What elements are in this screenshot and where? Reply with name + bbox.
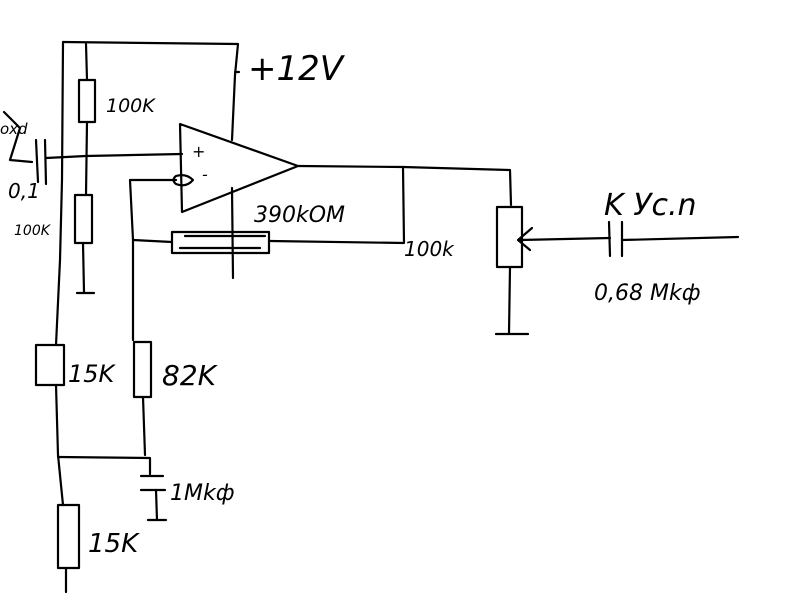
bottom-bias-label: 100K (14, 223, 52, 239)
feedback-left-wire (131, 238, 174, 244)
input-to-plus-wire (44, 152, 184, 160)
output-lead (620, 235, 740, 242)
output-cap-plate-1 (607, 220, 612, 258)
divider-junction-wire (56, 455, 152, 476)
top-rail-wire (61, 40, 240, 142)
bypass-cap-label: 1Mkф (170, 481, 235, 506)
resistor-82k (132, 340, 153, 399)
input-lead (2, 110, 34, 164)
input-label: oxd (0, 120, 28, 138)
minus-input-wire (128, 178, 178, 342)
feedback-right-wire (268, 165, 406, 245)
bypass-cap-ground (146, 488, 168, 522)
opamp-triangle (178, 122, 300, 214)
input-cap-plate-1 (34, 138, 40, 184)
r82k-bottom-wire (141, 395, 147, 457)
resistor-15k-upper (34, 343, 66, 387)
supply-label: +12V (248, 49, 346, 89)
bias-wire-ground (75, 241, 96, 295)
output-wire (296, 164, 513, 207)
input-cap-label: 0,1 (8, 179, 40, 203)
resistor-bottom-bias (73, 193, 94, 245)
divider-bottom-label: 15K (88, 529, 140, 559)
feedback-scribble (178, 234, 267, 250)
feedback-resistor-label: 390kOM (254, 203, 345, 228)
opamp-minus-label: - (202, 165, 208, 184)
pot-label: 100k (404, 237, 455, 261)
gain-resistor-label: 82K (162, 359, 219, 392)
bias-wire-top (84, 42, 89, 82)
output-cap-label: 0,68 Mkф (594, 281, 701, 306)
resistor-15k-lower (56, 503, 81, 570)
input-cap-plate-2 (43, 138, 48, 186)
opamp-plus-label: + (192, 142, 205, 161)
resistor-top-bias (77, 78, 97, 124)
output-label: K Ус.n (604, 188, 697, 223)
left-rail-wire (54, 40, 65, 347)
bias-wire-mid (84, 120, 89, 197)
divider-top-label: 15K (68, 360, 117, 388)
potentiometer-ground (494, 265, 530, 336)
top-bias-label: 100K (106, 95, 156, 117)
left-rail-lower-wire (54, 383, 65, 507)
potentiometer-wiper (516, 226, 612, 252)
potentiometer-body (495, 205, 524, 269)
